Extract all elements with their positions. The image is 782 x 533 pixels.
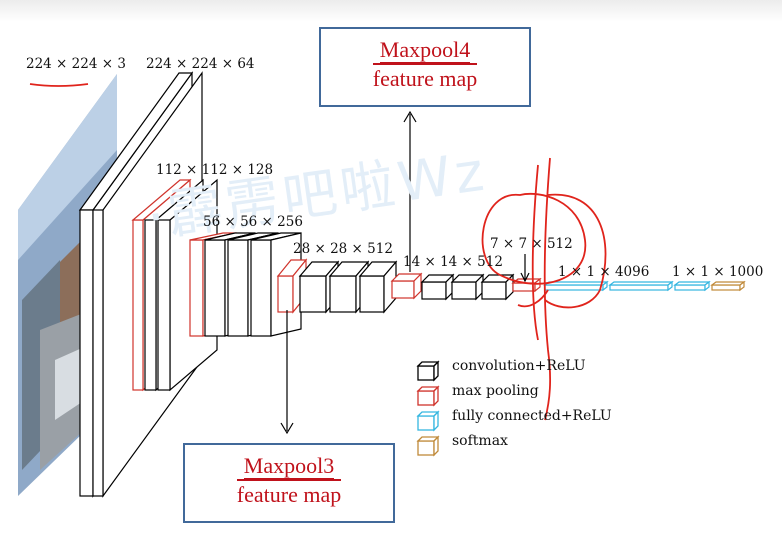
label-conv4-size: 28 × 28 × 512 [293,241,393,257]
cut-line-1 [543,157,552,421]
callout-maxpool4-subtitle: feature map [372,63,478,92]
pointer-stroke [517,289,549,308]
conv4-block [276,258,398,314]
callout-maxpool3-subtitle: feature map [236,479,342,508]
arrow-head-up [403,110,417,123]
callout-maxpool3: Maxpool3 feature map [183,443,395,523]
legend-swatch-softmax [416,435,440,457]
label-conv5-size: 14 × 14 × 512 [403,254,503,270]
legend-swatch-pool [416,385,440,407]
conv5-block [390,272,515,301]
label-input-size: 224 × 224 × 3 [26,56,126,72]
callout-maxpool4: Maxpool4 feature map [319,27,531,107]
label-fc-size: 1 × 1 × 4096 [558,264,650,280]
softmax-layer [710,280,746,292]
label-softmax-size: 1 × 1 × 1000 [672,264,764,280]
top-band [0,0,782,22]
legend-label-softmax: softmax [452,433,508,449]
label-conv1-size: 224 × 224 × 64 [146,56,255,72]
arrow-head-down [280,422,294,435]
legend-swatch-fc [416,410,440,432]
legend-label-conv: convolution+ReLU [452,358,586,374]
legend-swatch-conv [416,360,440,382]
arrows [280,110,530,435]
circle-pool5 [481,192,587,285]
legend-label-pool: max pooling [452,383,539,399]
circle-fc [544,193,607,309]
label-conv2-size: 112 × 112 × 128 [156,162,274,178]
label-conv3-size: 56 × 56 × 256 [203,214,303,230]
legend-swatches [416,360,440,457]
label-pool5-size: 7 × 7 × 512 [490,236,573,252]
legend-label-fc: fully connected+ReLU [452,408,612,424]
fc-layers [543,280,711,292]
callout-maxpool3-title: Maxpool3 [243,453,335,480]
handwritten-annotations [29,83,607,421]
underline-input-size [29,83,89,87]
callout-maxpool4-title: Maxpool4 [379,37,471,64]
cut-line-2 [531,164,539,341]
arrow-head-pool5 [520,272,530,283]
